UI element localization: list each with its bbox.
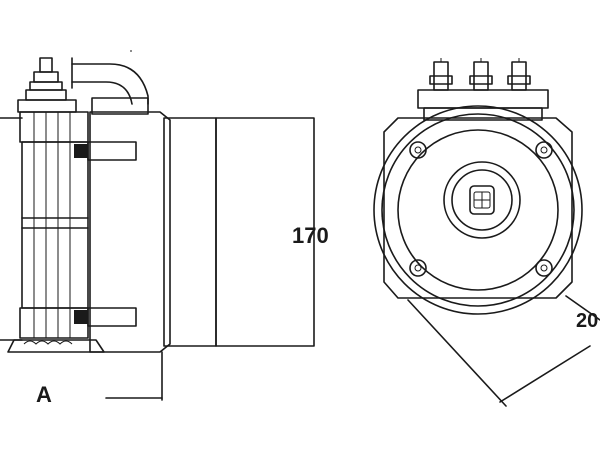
terminal-stud-1 [429, 58, 453, 91]
connector-socket [469, 185, 495, 215]
terminal-block-top [417, 89, 549, 109]
foot-base [7, 339, 105, 353]
terminal-stud-3 [507, 58, 531, 91]
side-dimension-label: A [36, 382, 52, 407]
connector-boss-inner [451, 169, 513, 231]
bolt-hole-top-left [409, 141, 427, 159]
bolt-hole-br-center [540, 264, 548, 272]
stud-nut-2 [29, 81, 63, 91]
bolt-lower [87, 307, 137, 327]
bolt-hole-top-right [535, 141, 553, 159]
bolt-hole-tl-center [414, 146, 422, 154]
stud-base [17, 99, 77, 113]
bolt-hole-bl-center [414, 264, 422, 272]
dim-20-line [499, 345, 591, 403]
stud-nut-1 [33, 71, 59, 83]
motor-body-can [215, 117, 315, 347]
inner-ring [397, 129, 559, 291]
terminal-block-base [423, 107, 543, 121]
dim-20-ext-2 [565, 295, 600, 321]
housing-block [89, 111, 171, 353]
bolt-hole-bottom-right [535, 259, 553, 277]
height-dimension-label: 170 [292, 223, 329, 248]
outer-ring [373, 105, 583, 315]
outer-ring-inner [381, 113, 575, 307]
motor-body-front-flange [163, 117, 217, 347]
bolt-lower-collar [74, 310, 88, 324]
flange-core [21, 141, 89, 309]
bolt-hole-tr-center [540, 146, 548, 154]
cable-gland-outer [71, 63, 149, 105]
bolt-upper-collar [74, 144, 88, 158]
terminal-stud-2 [469, 58, 493, 91]
foot-scallop [23, 340, 73, 345]
front-view [373, 58, 600, 407]
stud-top [39, 57, 53, 73]
flange-top [19, 111, 89, 143]
diagonal-dimension-label: 20 [576, 310, 599, 332]
cable-gland-inner [71, 81, 133, 105]
bolt-upper [87, 141, 137, 161]
dim-20-ext-1 [407, 299, 507, 407]
connector-boss [443, 161, 521, 239]
bolt-hole-bottom-left [409, 259, 427, 277]
stud-washer [25, 89, 67, 101]
flange-plate [383, 117, 573, 299]
upper-boss [91, 97, 149, 115]
side-view [0, 50, 315, 401]
